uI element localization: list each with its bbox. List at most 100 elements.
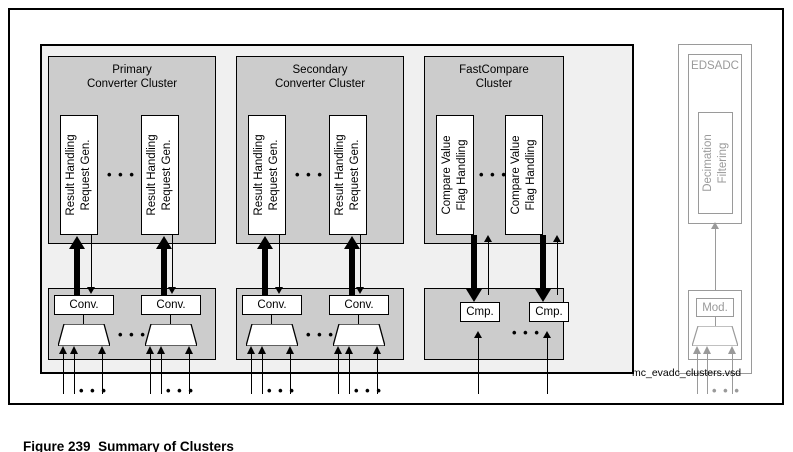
figure-caption-number: Figure 239 [23, 439, 91, 452]
primary-mux-in-arrow-2b [157, 346, 165, 354]
secondary-thin-arrow-head-1 [275, 287, 283, 294]
secondary-mux-in-arrow-1a [247, 346, 255, 354]
primary-mux-stem-2 [170, 315, 171, 324]
secondary-mux-in-line-1c [290, 354, 291, 394]
primary-result-handling-label-1: Result Handling Request Gen. [65, 134, 92, 216]
fastcompare-thin-arrow-line-1 [488, 242, 489, 295]
fastcompare-cmp-box-1[interactable]: Cmp. [460, 302, 500, 322]
secondary-mux-in-line-2c [377, 354, 378, 394]
fastcompare-unit-ellipsis: • • • [479, 167, 508, 182]
primary-result-handling-label-2: Result Handling Request Gen. [146, 134, 173, 216]
edsadc-mux-in-arrow-b [703, 346, 711, 354]
figure-caption: Figure 239 Summary of Clusters [8, 424, 234, 452]
secondary-mux-in-arrow-1c [286, 346, 294, 354]
secondary-thin-arrow-head-2 [356, 287, 364, 294]
secondary-mux-in-line-2b [349, 354, 350, 394]
secondary-conv-box-1[interactable]: Conv. [242, 295, 302, 315]
primary-mux-in-arrow-1a [59, 346, 67, 354]
primary-unit-ellipsis: • • • [107, 167, 136, 182]
figure-caption-spacer [91, 439, 99, 452]
secondary-thick-arrow-shaft-2 [349, 248, 355, 295]
primary-result-handling-unit-2[interactable]: Result Handling Request Gen. [141, 115, 179, 235]
primary-thin-arrow-head-1 [87, 287, 95, 294]
primary-mux-input-ellipsis-2: • • • [166, 383, 195, 398]
fastcompare-thick-arrow-head-1 [466, 289, 482, 302]
fastcompare-compare-value-label-1: Compare Value Flag Handling [441, 135, 468, 215]
primary-thin-arrow-line-2 [172, 235, 173, 287]
fastcompare-cmp-box-2[interactable]: Cmp. [529, 302, 569, 322]
source-filename-label: mc_evadc_clusters.vsd [632, 367, 742, 379]
primary-mux-in-line-2b [161, 354, 162, 394]
primary-conv-box-2[interactable]: Conv. [141, 295, 201, 315]
edsadc-decimation-filtering-label: Decimation Filtering [701, 134, 729, 192]
primary-converter-cluster-title: Primary Converter Cluster [86, 64, 178, 90]
secondary-mux-in-arrow-1b [258, 346, 266, 354]
edsadc-mux-input-ellipsis: • • • [712, 383, 741, 398]
fastcompare-thick-arrow-shaft-2 [540, 235, 546, 289]
secondary-unit-ellipsis: • • • [295, 167, 324, 182]
secondary-mux-in-line-1b [262, 354, 263, 394]
primary-thin-arrow-head-2 [168, 287, 176, 294]
edsadc-mod-mux-stem [715, 317, 716, 326]
fastcompare-compare-value-label-2: Compare Value Flag Handling [510, 135, 537, 215]
primary-mux-in-line-1b [74, 354, 75, 394]
edsadc-mod-to-filter-arrow [711, 222, 719, 229]
secondary-mux-2 [333, 324, 385, 346]
figure-caption-title: Summary of Clusters [98, 439, 234, 452]
primary-mux-in-line-2a [150, 354, 151, 394]
primary-mux-1 [58, 324, 110, 346]
secondary-thick-arrow-shaft-1 [262, 248, 268, 295]
secondary-result-handling-label-1: Result Handling Request Gen. [253, 134, 280, 216]
primary-mux-input-ellipsis-1: • • • [79, 383, 108, 398]
edsadc-mux-in-line-a [697, 354, 698, 394]
primary-thin-arrow-line-1 [91, 235, 92, 287]
secondary-conv-box-2[interactable]: Conv. [329, 295, 389, 315]
secondary-mux-stem-2 [358, 315, 359, 324]
fastcompare-cmp-ellipsis: • • • [512, 325, 541, 340]
primary-mux-in-arrow-1b [70, 346, 78, 354]
figure-frame: Primary Converter Cluster Result Handlin… [8, 8, 784, 405]
secondary-mux-input-ellipsis-1: • • • [267, 383, 296, 398]
primary-mux-2 [145, 324, 197, 346]
fastcompare-compare-value-unit-1[interactable]: Compare Value Flag Handling [436, 115, 474, 235]
secondary-mux-input-ellipsis-2: • • • [354, 383, 383, 398]
primary-result-handling-unit-1[interactable]: Result Handling Request Gen. [60, 115, 98, 235]
secondary-result-handling-unit-1[interactable]: Result Handling Request Gen. [248, 115, 286, 235]
fastcompare-thick-arrow-head-2 [535, 289, 551, 302]
edsadc-title: EDSADC [691, 60, 739, 72]
primary-mux-in-arrow-2c [185, 346, 193, 354]
edsadc-mux [692, 326, 738, 346]
secondary-thick-arrow-head-1 [257, 236, 273, 249]
primary-thick-arrow-head-1 [69, 236, 85, 249]
fastcompare-thin-arrow-line-2 [557, 242, 558, 295]
fastcompare-input-arrow-2 [543, 331, 551, 338]
secondary-mux-1 [246, 324, 298, 346]
fastcompare-compare-value-unit-2[interactable]: Compare Value Flag Handling [505, 115, 543, 235]
fastcompare-cluster-title: FastCompare Cluster [459, 64, 529, 90]
secondary-result-handling-unit-2[interactable]: Result Handling Request Gen. [329, 115, 367, 235]
secondary-mux-in-line-1a [251, 354, 252, 394]
edsadc-mux-in-line-b [707, 354, 708, 394]
secondary-mux-in-line-2a [338, 354, 339, 394]
secondary-converter-cluster-title: Secondary Converter Cluster [274, 64, 366, 90]
fastcompare-thick-arrow-shaft-1 [471, 235, 477, 289]
primary-thick-arrow-shaft-2 [161, 248, 167, 295]
secondary-thick-arrow-head-2 [344, 236, 360, 249]
primary-conv-ellipsis: • • • [118, 327, 147, 342]
edsadc-mod-to-filter-line [715, 229, 716, 295]
secondary-result-handling-label-2: Result Handling Request Gen. [334, 134, 361, 216]
secondary-thin-arrow-line-1 [279, 235, 280, 287]
primary-mux-in-line-1c [102, 354, 103, 394]
fastcompare-input-line-2 [547, 338, 548, 394]
primary-mux-in-line-1a [63, 354, 64, 394]
primary-mux-in-arrow-1c [98, 346, 106, 354]
edsadc-decimation-filtering-unit[interactable]: Decimation Filtering [698, 112, 733, 214]
primary-conv-box-1[interactable]: Conv. [54, 295, 114, 315]
edsadc-mux-in-arrow-a [693, 346, 701, 354]
edsadc-mux-in-arrow-c [728, 346, 736, 354]
edsadc-mod-label-box[interactable]: Mod. [696, 298, 734, 317]
primary-thick-arrow-shaft-1 [74, 248, 80, 295]
fastcompare-thin-arrow-head-2 [553, 235, 561, 242]
fastcompare-input-arrow-1 [474, 331, 482, 338]
